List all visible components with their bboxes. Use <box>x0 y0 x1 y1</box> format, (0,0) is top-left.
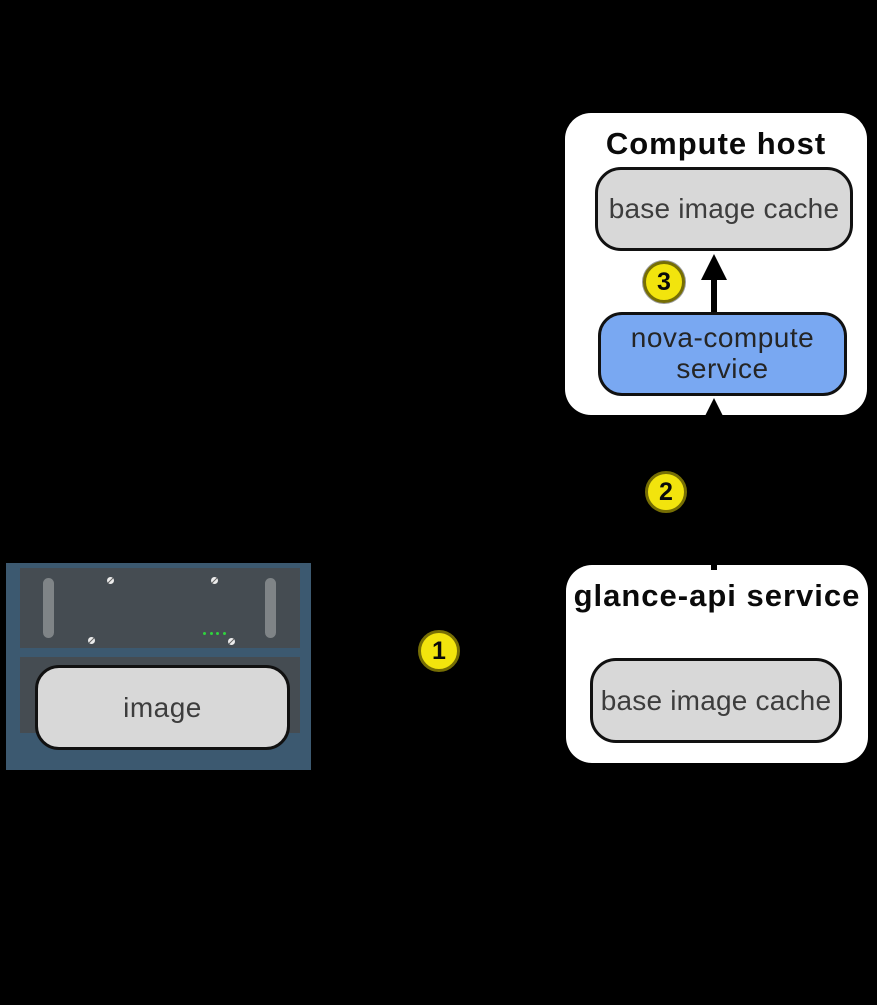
arrow-3-head-icon <box>701 254 727 280</box>
image-node: image <box>35 665 290 750</box>
arrow-3-line <box>711 278 717 312</box>
arrow-1-head-icon <box>540 638 566 664</box>
step-3-label: 3 <box>657 267 671 296</box>
led-indicator-icon <box>209 632 213 635</box>
arrow-2-line <box>711 422 717 570</box>
compute-host-title: Compute host <box>605 126 827 161</box>
step-3-badge: 3 <box>643 261 685 303</box>
led-indicator-icon <box>216 632 219 635</box>
nova-compute-label-line1: nova-compute <box>630 322 815 354</box>
arrow-2-head-icon <box>701 398 727 424</box>
screw-icon <box>211 577 218 584</box>
screw-icon <box>107 577 114 584</box>
glance-base-image-cache-node: base image cache <box>590 658 842 743</box>
image-label: image <box>123 691 202 723</box>
step-1-badge: 1 <box>418 630 460 672</box>
step-1-label: 1 <box>432 636 446 665</box>
server-illustration: image <box>6 563 311 770</box>
glance-api-title: glance-api service <box>573 578 861 613</box>
compute-base-image-cache-label: base image cache <box>608 193 840 224</box>
server-panel-top <box>20 568 300 648</box>
rack-handle-right-icon <box>265 578 276 638</box>
compute-base-image-cache-node: base image cache <box>595 167 853 251</box>
nova-compute-service-node: nova-compute service <box>598 312 847 396</box>
led-indicator-icon <box>222 632 226 635</box>
glance-base-image-cache-label: base image cache <box>600 684 832 716</box>
led-indicator-icon <box>203 632 206 635</box>
step-2-badge: 2 <box>645 471 687 513</box>
nova-compute-label-line2: service <box>676 353 769 384</box>
screw-icon <box>228 638 235 645</box>
rack-handle-left-icon <box>43 578 54 638</box>
screw-icon <box>88 637 95 644</box>
step-2-label: 2 <box>659 477 673 506</box>
